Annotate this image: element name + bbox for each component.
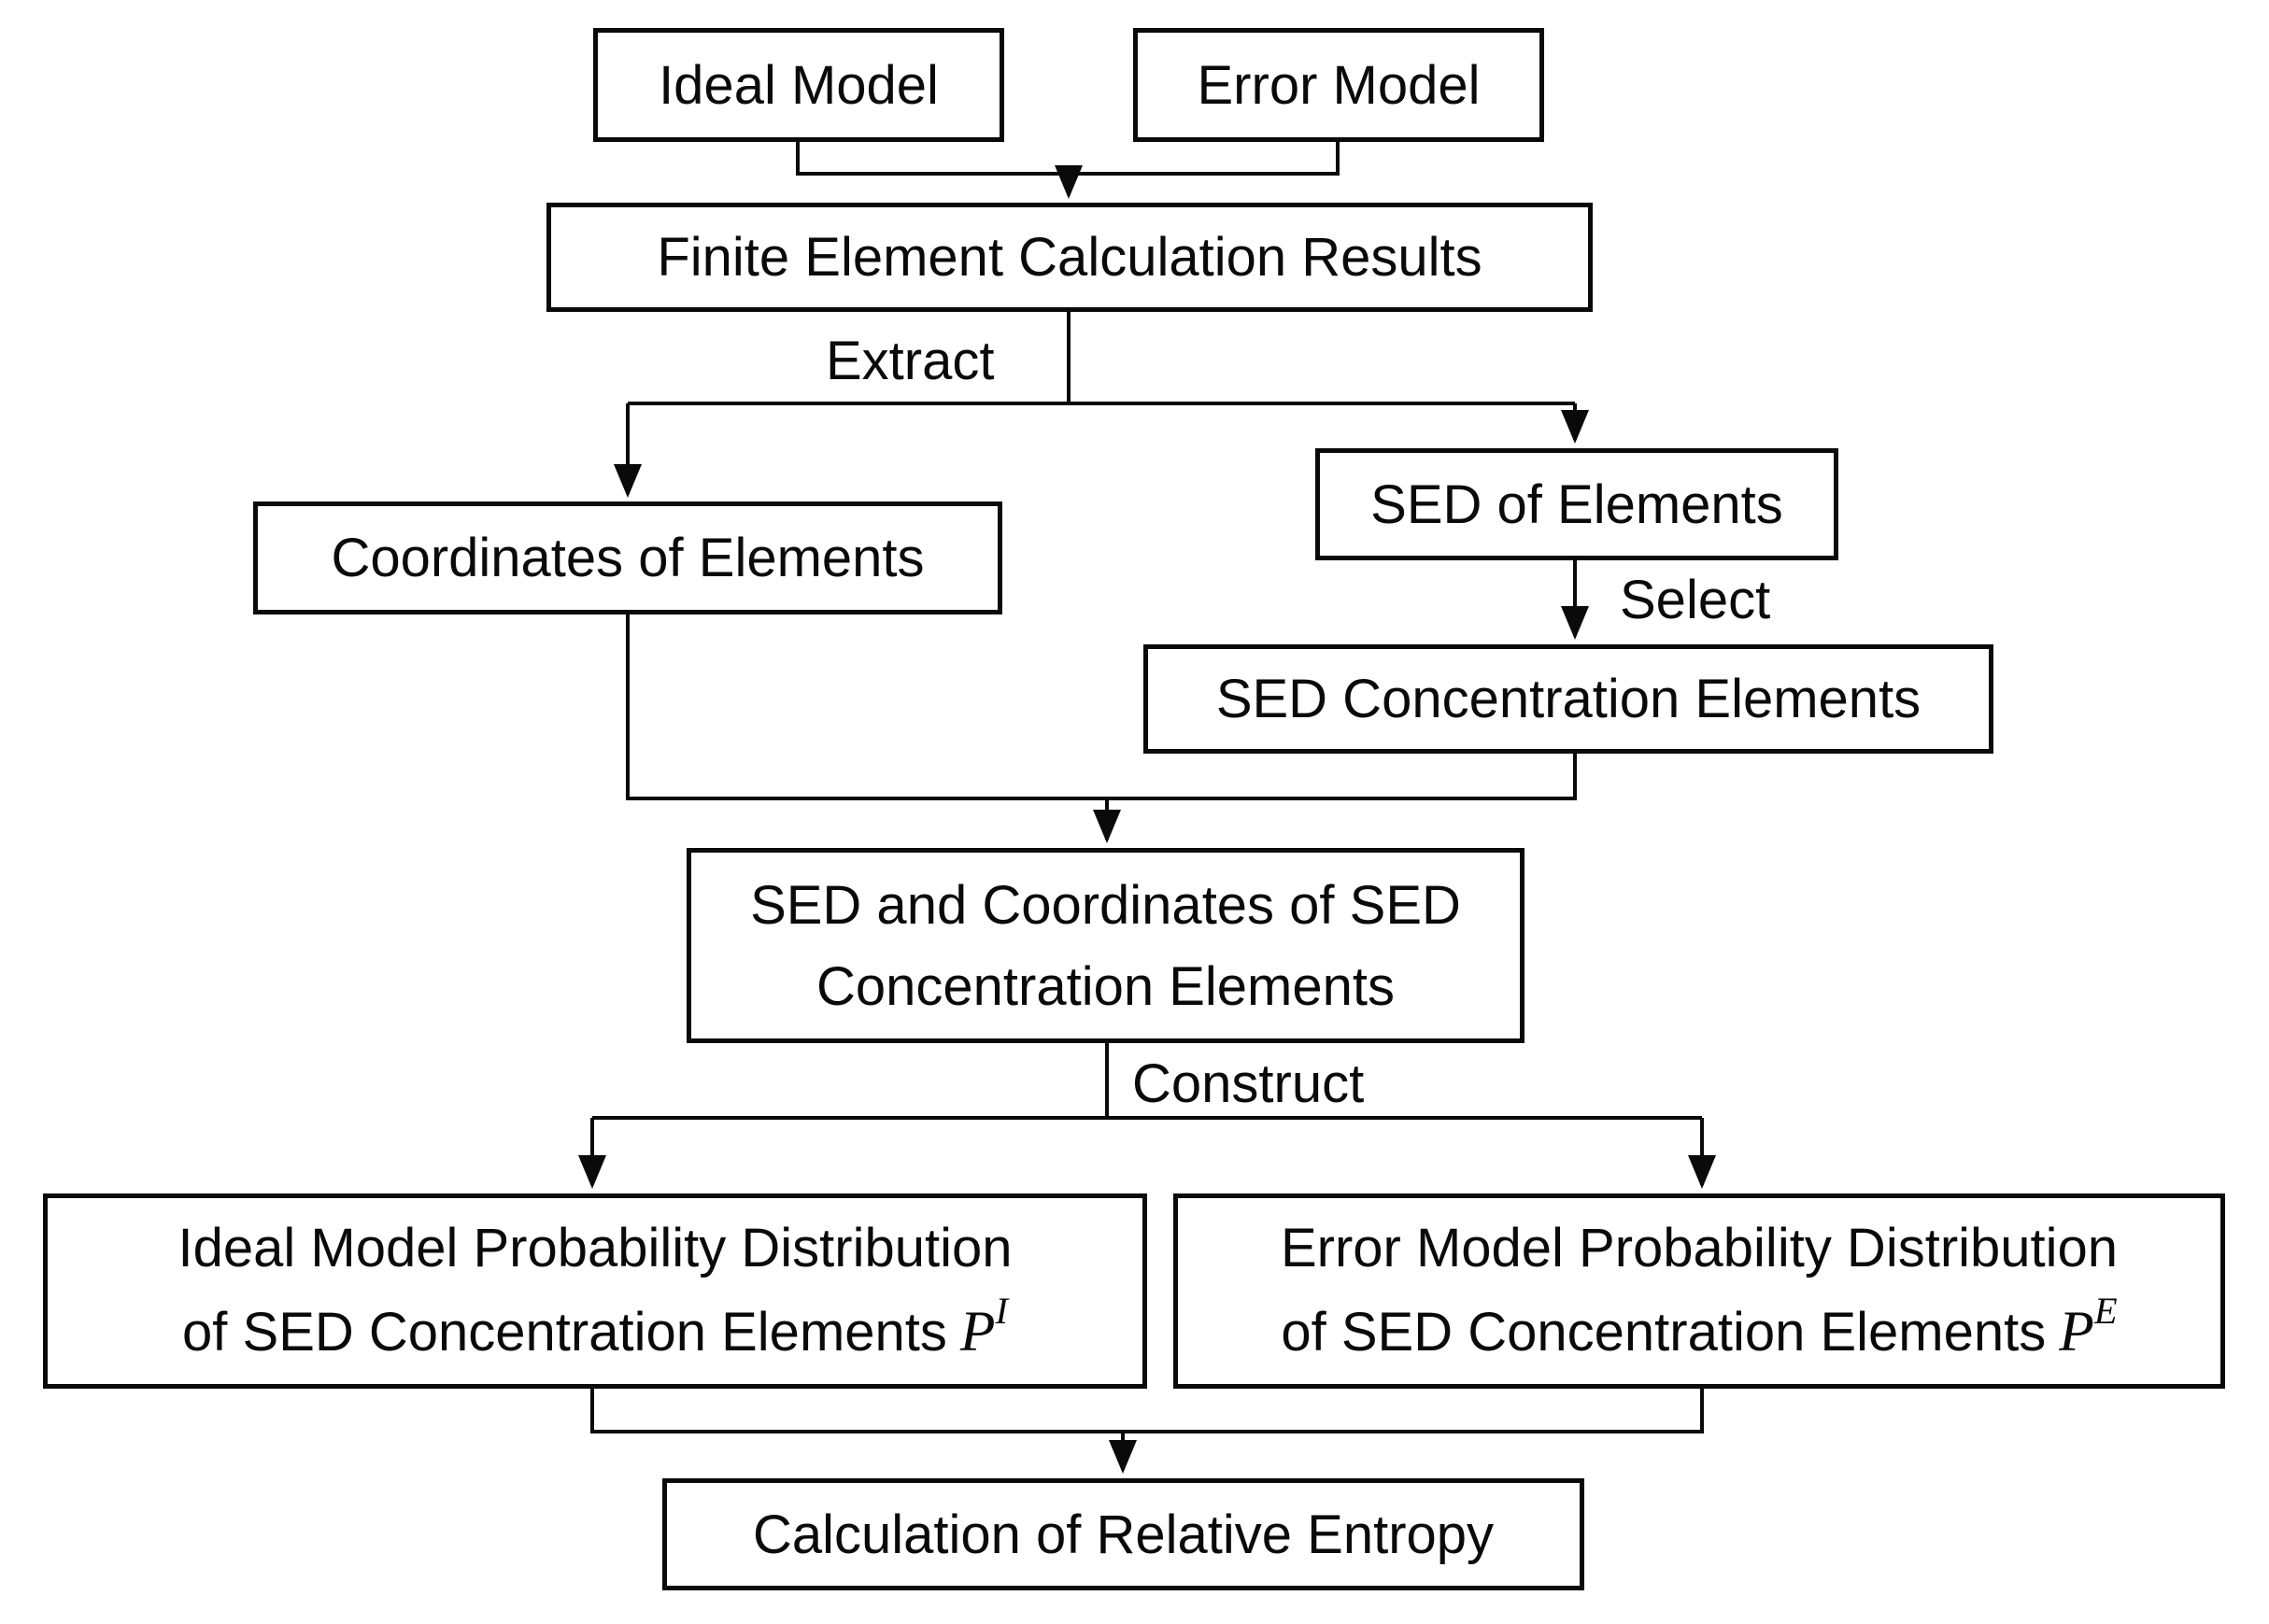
node-finite-element-results: Finite Element Calculation Results <box>546 203 1593 312</box>
node-ideal-model-probability-label: Ideal Model Probability Distribution of … <box>177 1217 1013 1363</box>
edge-finite-extract-split <box>628 312 1575 405</box>
node-ideal-model: Ideal Model <box>593 28 1004 142</box>
edge-coords-sed-merge <box>626 614 1577 800</box>
edge-label-select: Select <box>1620 570 1771 630</box>
node-error-model-probability-label: Error Model Probability Distribution of … <box>1280 1217 2119 1363</box>
node-sed-and-coordinates-label: SED and Coordinates of SED Concentration… <box>750 874 1461 1017</box>
symbol-p-superscript-e: PE <box>2059 1290 2118 1363</box>
node-finite-element-results-label: Finite Element Calculation Results <box>657 227 1482 288</box>
node-calculation-relative-entropy-label: Calculation of Relative Entropy <box>752 1504 1495 1565</box>
node-sed-of-elements-label: SED of Elements <box>1370 473 1783 535</box>
edge-label-construct: Construct <box>1132 1053 1365 1114</box>
node-ideal-model-label: Ideal Model <box>659 54 939 116</box>
node-sed-concentration-elements: SED Concentration Elements <box>1143 644 1993 754</box>
symbol-p-superscript-i: PI <box>959 1290 1008 1363</box>
node-error-model-probability: Error Model Probability Distribution of … <box>1173 1193 2225 1389</box>
node-error-model: Error Model <box>1133 28 1544 142</box>
node-coordinates-of-elements: Coordinates of Elements <box>253 501 1002 614</box>
node-error-model-label: Error Model <box>1197 54 1481 116</box>
node-sed-concentration-elements-label: SED Concentration Elements <box>1215 669 1922 729</box>
node-ideal-model-probability: Ideal Model Probability Distribution of … <box>43 1193 1147 1389</box>
node-calculation-relative-entropy: Calculation of Relative Entropy <box>662 1478 1584 1590</box>
edge-construct-split <box>592 1043 1702 1120</box>
node-sed-of-elements: SED of Elements <box>1315 448 1838 560</box>
edge-prob-merge <box>590 1389 1704 1433</box>
edge-models-merge <box>796 142 1340 176</box>
node-sed-and-coordinates: SED and Coordinates of SED Concentration… <box>687 848 1524 1043</box>
edge-label-extract: Extract <box>826 331 995 391</box>
node-coordinates-of-elements-label: Coordinates of Elements <box>331 528 925 588</box>
